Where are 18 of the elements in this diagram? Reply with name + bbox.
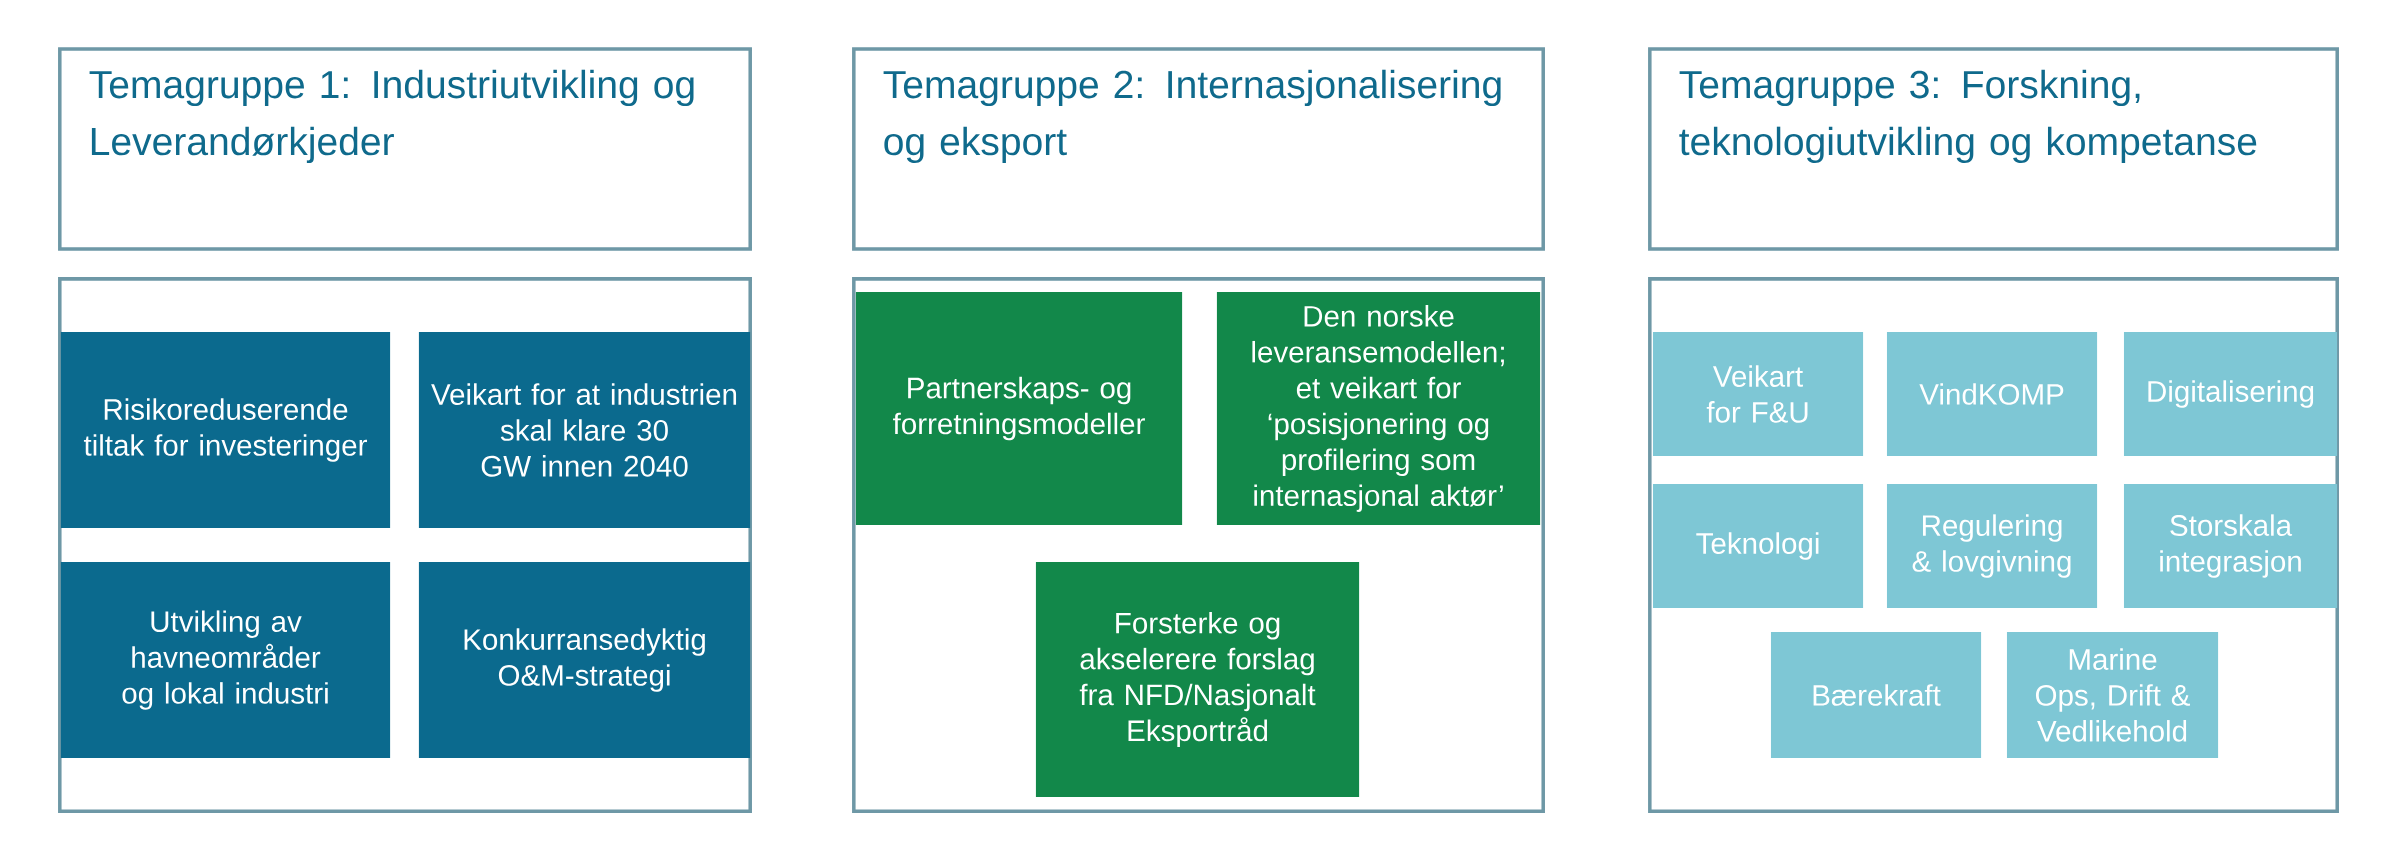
topic-box: Utvikling av havneområder og lokal industri bbox=[60, 561, 391, 759]
heading-box: Temagruppe 3: Forskning, teknologiutvikling og kompetanse bbox=[1648, 47, 2339, 251]
topic-box: Storskala integrasjon bbox=[2123, 484, 2338, 609]
topic-box: Veikart for at industrien skal klare 30 GW innen 2040 bbox=[418, 331, 751, 529]
topic-box: Risikoreduserende tiltak for investeringer bbox=[60, 331, 391, 529]
topic-box: Marine Ops, Drift & Vedlikehold bbox=[2006, 632, 2219, 759]
topic-box: Veikart for F&U bbox=[1652, 332, 1864, 457]
topic-box: Konkurransedyktig O&M-strategi bbox=[418, 561, 751, 759]
topic-box: Bærekraft bbox=[1770, 632, 1982, 759]
topic-box: Teknologi bbox=[1652, 484, 1864, 609]
heading-box: Temagruppe 1: Industriutvikling og Leverandørkjeder bbox=[58, 47, 752, 251]
heading-box: Temagruppe 2: Internasjonalisering og eksport bbox=[852, 47, 1545, 251]
topic-box: Forsterke og akselerere forslag fra NFD/Nasjonalt Eksportråd bbox=[1035, 561, 1360, 798]
topic-box: VindKOMP bbox=[1886, 332, 2098, 457]
topic-box: Partnerskaps- og forretningsmodeller bbox=[855, 291, 1183, 526]
topic-box: Regulering & lovgivning bbox=[1886, 484, 2098, 609]
topic-box: Digitalisering bbox=[2123, 332, 2338, 457]
topic-box: Den norske leveransemodellen; et veikart for ‘posisjonering og profilering som internasjonal aktør’ bbox=[1216, 291, 1541, 526]
